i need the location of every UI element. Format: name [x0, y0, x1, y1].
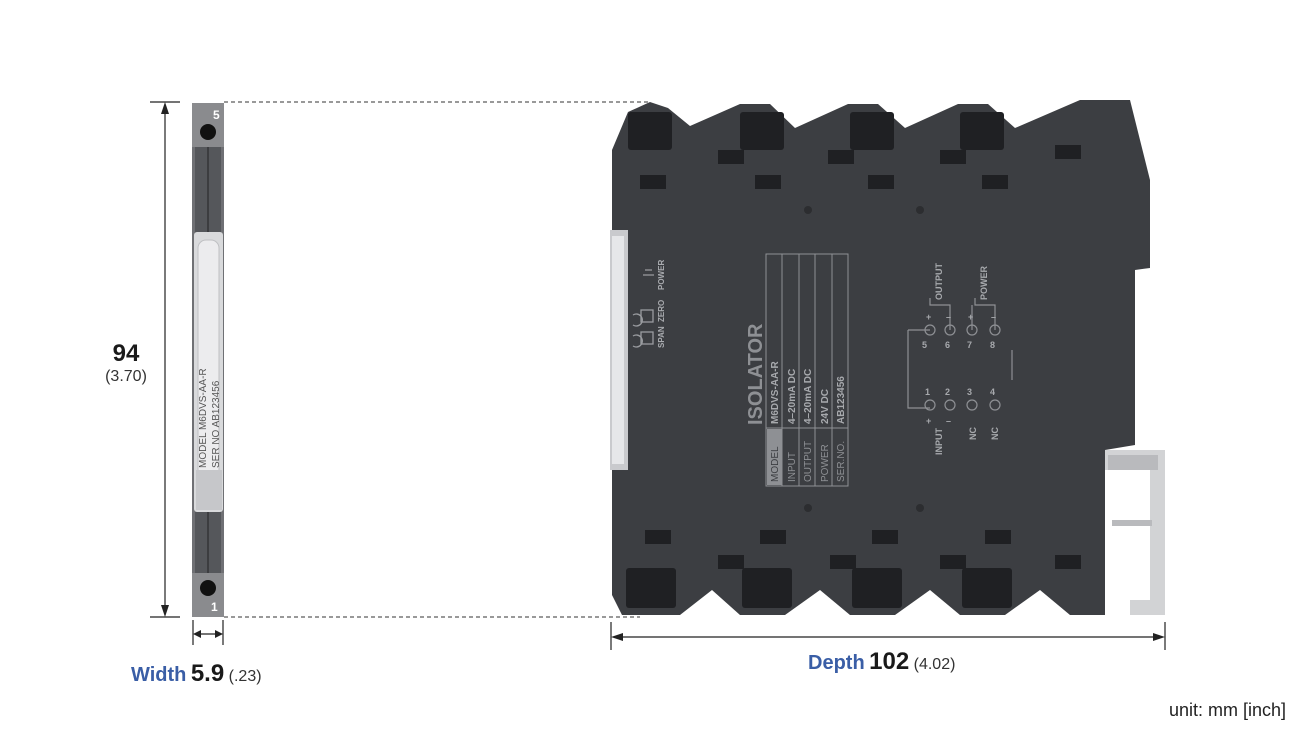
- spec-value-model: M6DVS-AA-R: [770, 360, 781, 424]
- wiring-nc-4: NC: [990, 427, 1000, 440]
- wiring-input-label: INPUT: [934, 427, 944, 455]
- extension-lines: [224, 101, 650, 618]
- span-label: SPAN: [657, 326, 666, 348]
- depth-label: Depth 102 (4.02): [808, 648, 955, 676]
- power-plus: +: [968, 312, 973, 322]
- wiring-output-label: OUTPUT: [934, 263, 944, 301]
- width-label: Width 5.9 (.23): [131, 660, 262, 688]
- terminal-8: 8: [990, 340, 995, 350]
- spec-key-serno: SER.NO.: [836, 441, 847, 482]
- terminal-2: 2: [945, 387, 950, 397]
- power-led-label: POWER: [657, 260, 666, 290]
- power-minus: –: [991, 312, 996, 322]
- wiring-nc-3: NC: [968, 427, 978, 440]
- width-dimension-line: [192, 620, 224, 645]
- wiring-power-label: POWER: [979, 265, 989, 300]
- height-dimension-line: [150, 101, 180, 618]
- terminal-number-1: 1: [211, 600, 218, 614]
- spec-table: [765, 253, 849, 487]
- terminal-1: 1: [925, 387, 930, 397]
- input-minus: –: [946, 416, 951, 426]
- output-minus: –: [946, 312, 951, 322]
- terminal-6: 6: [945, 340, 950, 350]
- spec-key-model: MODEL: [770, 446, 781, 482]
- spec-key-output: OUTPUT: [803, 441, 814, 482]
- spec-value-serno: AB123456: [836, 376, 847, 424]
- spec-value-input: 4–20mA DC: [787, 369, 798, 424]
- depth-dimension-line: [610, 622, 1166, 650]
- depth-value: 102: [869, 648, 910, 675]
- height-label: 94 (3.70): [95, 340, 157, 386]
- side-view-module: MODEL M6DVS-AA-R SER NO AB123456 5 1: [192, 103, 224, 617]
- terminal-7: 7: [967, 340, 972, 350]
- width-inch: (.23): [228, 668, 262, 685]
- spec-key-power: POWER: [820, 444, 831, 482]
- terminal-5: 5: [922, 340, 927, 350]
- depth-word: Depth: [808, 652, 865, 674]
- unit-note: unit: mm [inch]: [1168, 700, 1286, 720]
- front-view-module: SPAN ZERO POWER ISOLATOR MODEL M6DVS-AA-…: [610, 100, 1165, 615]
- adjustment-area: [632, 269, 654, 348]
- top-screw-hole: [200, 124, 216, 140]
- spec-key-input: INPUT: [787, 452, 798, 482]
- height-value: 94: [112, 340, 140, 367]
- height-inch: (3.70): [105, 368, 147, 385]
- output-plus: +: [926, 312, 931, 322]
- terminal-number-5: 5: [213, 108, 220, 122]
- bottom-screw-hole: [200, 580, 216, 596]
- zero-label: ZERO: [657, 300, 666, 322]
- isolator-title: ISOLATOR: [745, 323, 767, 425]
- spec-value-power: 24V DC: [820, 389, 831, 424]
- input-plus: +: [926, 416, 931, 426]
- depth-inch: (4.02): [913, 656, 956, 673]
- terminal-4: 4: [990, 387, 995, 397]
- spec-value-output: 4–20mA DC: [803, 369, 814, 424]
- width-value: 5.9: [190, 660, 225, 687]
- terminal-3: 3: [967, 387, 972, 397]
- wiring-diagram: [907, 298, 1013, 411]
- width-word: Width: [131, 664, 187, 686]
- side-label-model: MODEL M6DVS-AA-R: [198, 368, 209, 468]
- side-label-ser: SER NO AB123456: [211, 380, 222, 468]
